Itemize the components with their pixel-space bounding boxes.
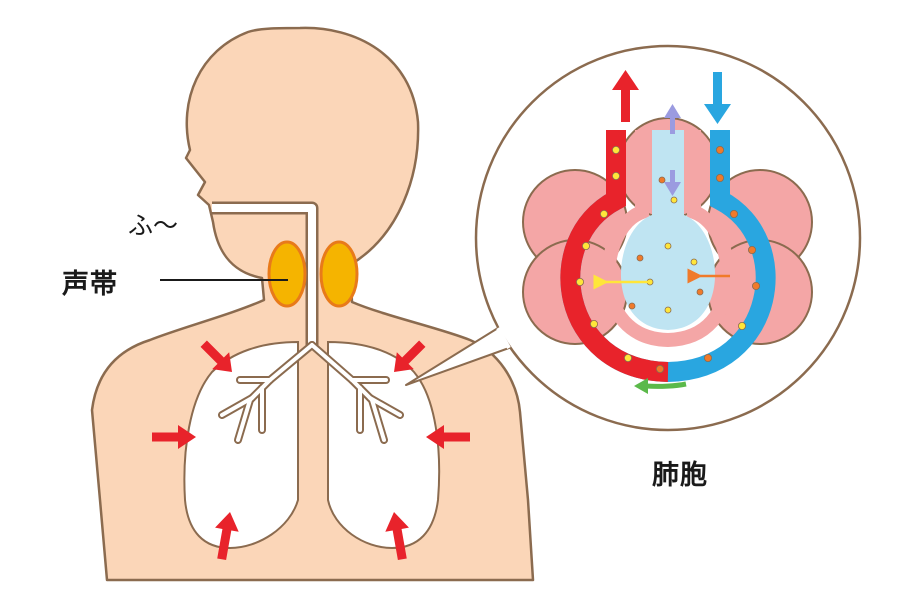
breath-sound-label: ふ～: [128, 211, 179, 240]
blood-flow-arrow-icon: [634, 378, 687, 394]
blood-flow-arrow-icon: [704, 72, 731, 124]
push-arrow-icon: [215, 512, 239, 561]
vocal-cords: [267, 240, 359, 308]
alveolus-label: 肺胞: [652, 460, 708, 491]
bronchial-tree: [218, 341, 404, 444]
alveolus-detail: [522, 117, 813, 383]
push-arrows: [152, 340, 470, 561]
push-arrow-icon: [200, 340, 232, 372]
push-arrow-icon: [394, 340, 426, 372]
air-flow-arrow-icon: [664, 104, 681, 196]
push-arrow-icon: [385, 512, 409, 561]
push-arrow-icon: [426, 425, 470, 449]
blood-flow-arrow-icon: [612, 70, 639, 122]
airway: [212, 201, 319, 350]
push-arrow-icon: [152, 425, 196, 449]
lungs: [183, 340, 441, 550]
vocal-cords-label: 声帯: [62, 269, 118, 300]
right-lung: [183, 340, 299, 550]
